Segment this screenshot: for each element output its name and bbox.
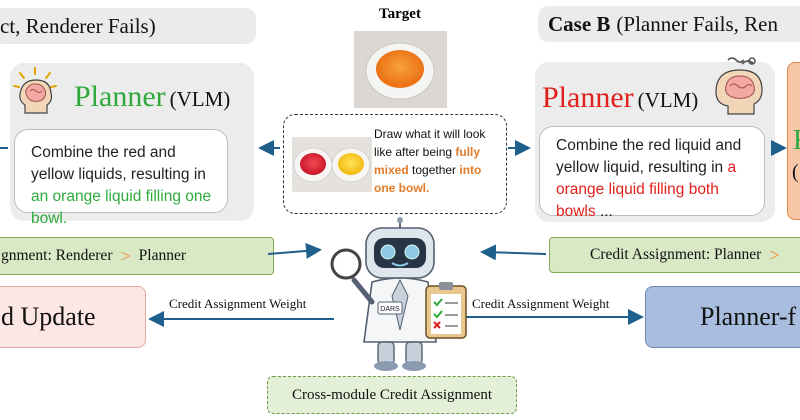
right-credit-prefix: Credit Assignment: Planner xyxy=(590,246,762,263)
left-planner-heading: Planner (VLM) xyxy=(74,80,230,114)
weight-label-left: Credit Assignment Weight xyxy=(169,296,307,311)
prompt-part-1: Draw what it will look like after being xyxy=(374,127,486,159)
right-case-title-bold: Case B xyxy=(548,11,611,36)
left-update-label: d Update xyxy=(1,302,96,331)
left-plan-bubble: Combine the red and yellow liquids, resu… xyxy=(14,129,228,227)
left-vlm-word: (VLM) xyxy=(169,87,231,111)
right-case-title-rest: (Planner Fails, Ren xyxy=(616,11,778,36)
right-update-label: Planner-f xyxy=(700,302,797,331)
robot-badge-text: DARS xyxy=(380,306,400,313)
input-bowls-image xyxy=(292,137,372,192)
right-plan-highlight: a orange liquid filling both bowls xyxy=(556,159,737,220)
arrow-left-credit-to-robot xyxy=(267,242,322,259)
weight-label-right: Credit Assignment Weight xyxy=(472,296,610,311)
left-credit-prefix: gnment: Renderer xyxy=(1,247,113,264)
left-case-title-text: ct, Renderer Fails) xyxy=(0,13,156,38)
right-vlm-word: (VLM) xyxy=(637,88,699,112)
right-plan-text: Combine the red liquid and yellow liquid… xyxy=(556,137,742,176)
brain-bulb-icon xyxy=(10,66,60,118)
target-image xyxy=(354,31,447,108)
prompt-part-2: fully mixed xyxy=(374,145,481,177)
confused-head-icon xyxy=(708,56,768,118)
target-label: Target xyxy=(379,6,421,22)
right-credit-box: Credit Assignment: Planner > xyxy=(549,237,800,273)
right-renderer-paren: ( xyxy=(792,161,799,183)
right-update-box: Planner-f xyxy=(645,286,800,348)
robot-icon: DARS xyxy=(326,216,476,376)
prompt-part-4: into one bowl. xyxy=(374,163,482,195)
left-credit-suffix: Planner xyxy=(138,247,186,264)
right-plan-bubble: Combine the red liquid and yellow liquid… xyxy=(539,126,765,220)
left-credit-box: gnment: Renderer > Planner xyxy=(0,237,274,275)
right-planner-heading: Planner (VLM) xyxy=(542,81,698,115)
cross-module-label: Cross-module Credit Assignment xyxy=(292,386,492,403)
prompt-box: Draw what it will look like after being … xyxy=(283,114,507,214)
left-update-box: d Update xyxy=(0,286,146,348)
left-plan-highlight: an orange liquid filling one bowl. xyxy=(31,188,212,227)
left-planner-word: Planner xyxy=(74,80,166,113)
right-renderer-box: R ( xyxy=(787,62,800,220)
right-case-title: Case B (Planner Fails, Ren xyxy=(538,6,800,42)
right-credit-symbol: > xyxy=(769,244,780,265)
right-renderer-letter: R xyxy=(793,125,800,157)
prompt-text: Draw what it will look like after being … xyxy=(374,125,500,197)
left-credit-symbol: > xyxy=(120,245,131,266)
left-case-title: ct, Renderer Fails) xyxy=(0,8,256,44)
right-plan-tail: ... xyxy=(595,203,613,220)
arrow-right-credit-to-robot xyxy=(480,244,547,261)
right-planner-word: Planner xyxy=(542,81,634,114)
cross-module-box: Cross-module Credit Assignment xyxy=(267,376,517,414)
left-plan-text: Combine the red and yellow liquids, resu… xyxy=(31,144,206,183)
prompt-part-3: together xyxy=(408,163,460,177)
